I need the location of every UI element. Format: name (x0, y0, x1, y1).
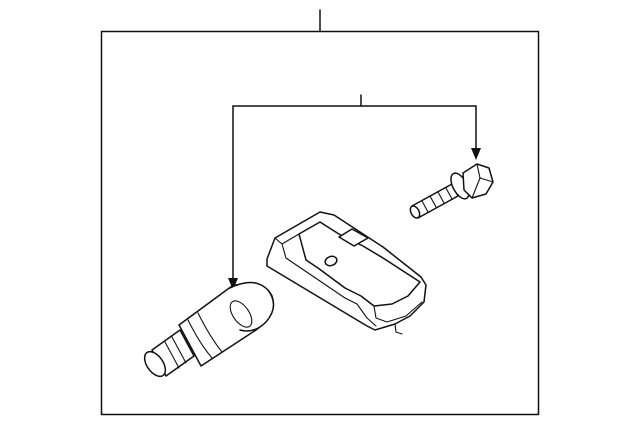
screw-hex-head (462, 163, 494, 199)
screw-icon (409, 163, 494, 219)
screw-tip (409, 205, 421, 219)
screw-thread (445, 187, 453, 200)
sensor-side-edge (281, 243, 377, 327)
subassembly-callout (228, 94, 481, 290)
assembly-frame (100, 30, 540, 416)
valve-stem-arrow-icon (228, 278, 238, 290)
valve-stem-tip-edge (164, 341, 180, 369)
screw-hex-edge (471, 177, 481, 199)
screw-arrow-icon (471, 148, 481, 160)
sensor-mount-hole (324, 255, 338, 267)
screw-thread (437, 191, 445, 204)
sensor-lower-edge (373, 301, 423, 323)
valve-stem-band (187, 319, 213, 359)
sensor-tab (338, 228, 369, 247)
screw-thread (421, 200, 429, 213)
valve-stem-band (197, 312, 223, 353)
valve-stem-ring (229, 300, 253, 328)
sensor-foot (394, 323, 403, 335)
tpms-sensor-icon (266, 211, 427, 335)
valve-stem-icon (143, 281, 275, 378)
valve-stem-bulb (229, 281, 275, 332)
valve-stem-cap-end (143, 350, 167, 378)
screw-thread (429, 195, 437, 208)
valve-stem-tip-edge (171, 336, 187, 364)
